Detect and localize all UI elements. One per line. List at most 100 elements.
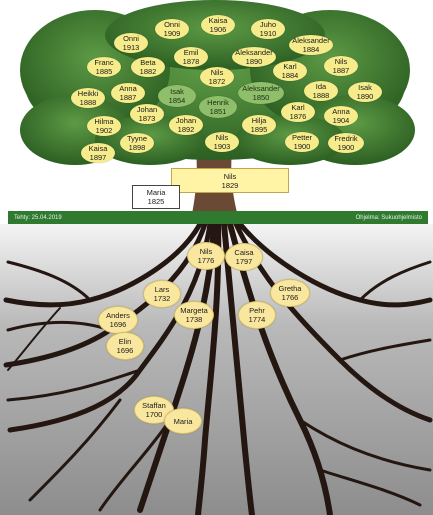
person-year: 1882 xyxy=(139,67,157,76)
person-year: 1903 xyxy=(213,142,231,151)
person-year: 1900 xyxy=(337,143,355,152)
person-year: 1884 xyxy=(281,71,299,80)
person-name: Johan xyxy=(175,116,197,125)
person-name: Fredrik xyxy=(334,134,358,143)
person-year: 1766 xyxy=(281,293,299,302)
person-name: Maria xyxy=(173,416,193,426)
person-year: 1872 xyxy=(208,77,226,86)
person-year: 1895 xyxy=(250,125,268,134)
person-year: 1902 xyxy=(95,126,113,135)
person-name: Henrik xyxy=(207,98,229,107)
person-name: Anna xyxy=(119,84,137,93)
person-year: 1890 xyxy=(245,57,263,66)
person-year: 1732 xyxy=(153,294,171,303)
person-year: 1910 xyxy=(259,29,277,38)
person-year: 1888 xyxy=(79,98,97,107)
person-year: 1906 xyxy=(209,25,227,34)
person-name: Isak xyxy=(358,83,372,92)
info-bar-right-text: Ohjelma: Sukuohjelmisto xyxy=(355,214,422,221)
person-year: 1851 xyxy=(209,107,227,116)
person-year: 1904 xyxy=(332,116,350,125)
person-year: 1873 xyxy=(138,114,156,123)
person-year: 1696 xyxy=(109,320,127,329)
person-name: Nils xyxy=(215,133,229,142)
person-name: Petter xyxy=(291,133,312,142)
person-year: 1876 xyxy=(289,112,307,121)
person-name: Aleksander xyxy=(235,48,273,57)
person-name: Kaisa xyxy=(208,16,228,25)
person-year: 1913 xyxy=(122,43,140,52)
person-year: 1854 xyxy=(168,96,186,105)
person-year: 1887 xyxy=(119,93,137,102)
person-name: Juho xyxy=(259,20,277,29)
info-bar-left-text: Tehty: 25.04.2019 xyxy=(14,214,62,221)
person-name: Anders xyxy=(106,311,130,320)
person-name: Tyyne xyxy=(126,134,147,143)
ancestor-node[interactable]: Maria xyxy=(164,408,202,434)
person-name: Gretha xyxy=(278,284,302,293)
person-year: 1774 xyxy=(248,315,266,324)
person-year: 1892 xyxy=(177,125,195,134)
person-name: Kaisa xyxy=(88,144,108,153)
person-year: 1909 xyxy=(163,29,181,38)
person-name: Anna xyxy=(332,107,350,116)
person-name: Johan xyxy=(136,105,158,114)
info-bar: Tehty: 25.04.2019 Ohjelma: Sukuohjelmist… xyxy=(8,211,428,224)
person-name: Nils xyxy=(199,247,213,256)
person-year: 1898 xyxy=(128,143,146,152)
person-name: Onni xyxy=(164,20,180,29)
person-name: Nils xyxy=(334,57,348,66)
person-name: Hilja xyxy=(251,116,267,125)
person-year: 1829 xyxy=(221,180,239,190)
person-year: 1776 xyxy=(197,256,215,265)
person-name: Beta xyxy=(140,58,156,67)
person-name: Franc xyxy=(94,58,114,67)
person-year: 1885 xyxy=(95,67,113,76)
person-year: 1900 xyxy=(293,142,311,151)
person-name: Margeta xyxy=(180,306,208,315)
person-year: 1797 xyxy=(235,257,253,266)
person-year: 1884 xyxy=(302,45,320,54)
